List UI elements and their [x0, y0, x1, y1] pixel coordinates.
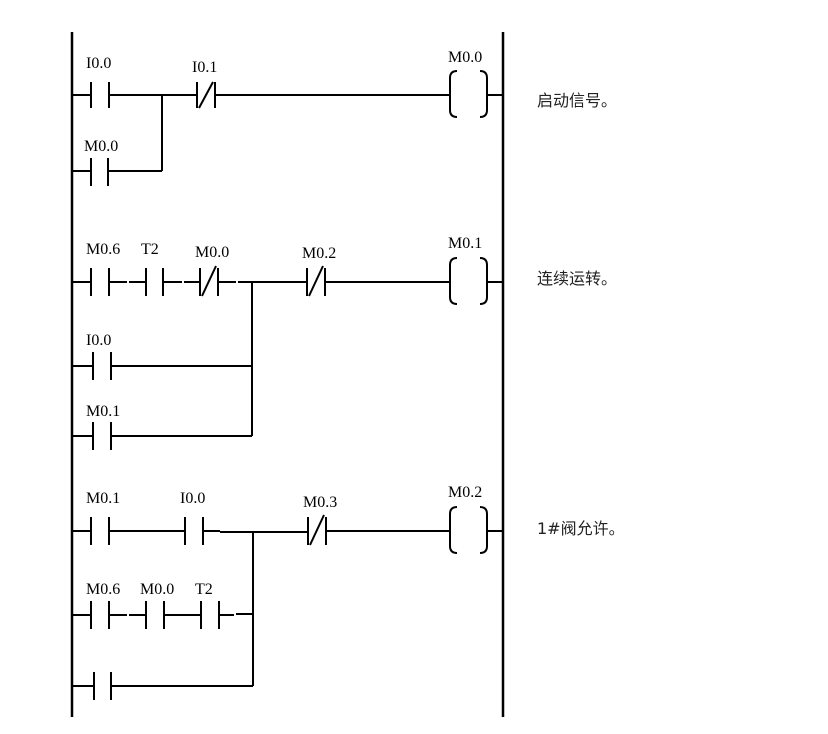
contact-label: M0.1: [86, 490, 120, 507]
coil-label: M0.0: [448, 49, 482, 66]
contact-label: M0.0: [84, 138, 118, 155]
no-contact-icon[interactable]: [145, 268, 164, 296]
rung-comment: 启动信号。: [537, 91, 617, 110]
coil-label: M0.2: [448, 484, 482, 501]
no-contact-icon[interactable]: [200, 601, 220, 629]
no-contact-icon[interactable]: [184, 517, 204, 545]
rung-comment: 连续运转。: [537, 269, 617, 288]
contact-label: M0.0: [195, 244, 229, 261]
contact-label: I0.0: [86, 332, 111, 349]
no-contact-icon[interactable]: [90, 158, 109, 186]
contact-label: T2: [141, 241, 159, 258]
contact-label: M0.2: [302, 245, 336, 262]
no-contact-icon[interactable]: [93, 672, 112, 700]
nc-contact-icon[interactable]: [306, 265, 326, 297]
contact-label: I0.1: [192, 59, 217, 76]
nc-contact-icon[interactable]: [307, 514, 327, 546]
no-contact-icon[interactable]: [90, 268, 110, 296]
contact-label: M0.0: [140, 581, 174, 598]
rung-3: M0.1 I0.0 M0.3 M0.2 1#阀允许。 M0.6: [72, 484, 625, 700]
coil-label: M0.1: [448, 235, 482, 252]
contact-label: M0.3: [303, 494, 337, 511]
no-contact-icon[interactable]: [92, 422, 112, 450]
contact-label: I0.0: [180, 490, 205, 507]
contact-label: M0.1: [86, 403, 120, 420]
no-contact-icon[interactable]: [90, 601, 110, 629]
rung-comment: 1#阀允许。: [537, 519, 625, 538]
coil-icon[interactable]: [449, 70, 488, 118]
rung-1: I0.0 I0.1 M0.0 启动信号。 M0.0: [72, 49, 617, 186]
no-contact-icon[interactable]: [90, 517, 110, 545]
no-contact-icon[interactable]: [90, 82, 110, 108]
nc-contact-icon[interactable]: [199, 265, 219, 297]
contact-label: T2: [195, 581, 213, 598]
contact-label: M0.6: [86, 241, 120, 258]
coil-icon[interactable]: [449, 257, 488, 305]
contact-label: M0.6: [86, 581, 120, 598]
rung-2: M0.6 T2 M0.0 M0.2 M0.1 连续运转。: [72, 235, 617, 450]
no-contact-icon[interactable]: [92, 352, 112, 380]
contact-label: I0.0: [86, 55, 111, 72]
no-contact-icon[interactable]: [145, 601, 165, 629]
coil-icon[interactable]: [449, 506, 488, 554]
nc-contact-icon[interactable]: [196, 81, 216, 109]
